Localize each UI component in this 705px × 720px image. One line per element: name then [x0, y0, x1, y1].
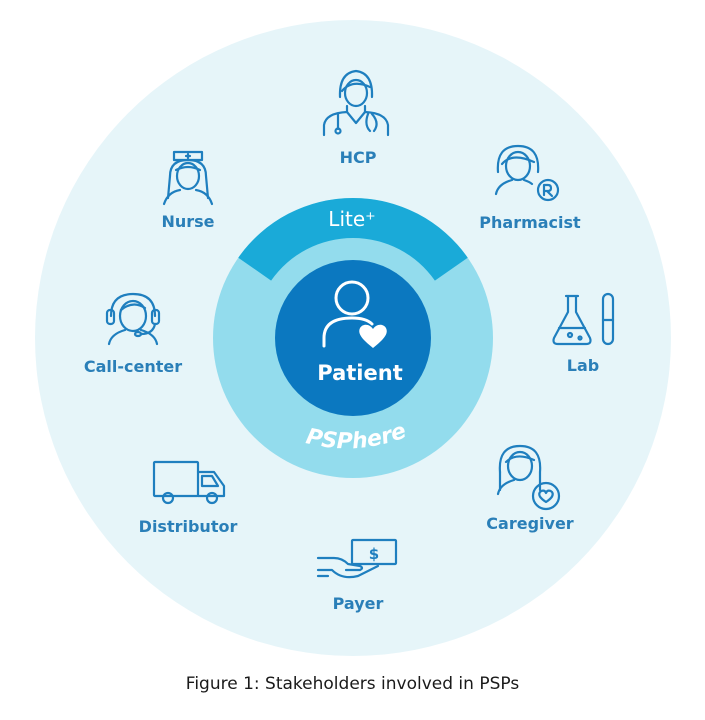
patient-heart-icon: [322, 280, 387, 348]
stakeholder-label-caregiver: Caregiver: [486, 514, 574, 533]
stakeholder-label-pharmacist: Pharmacist: [479, 213, 581, 232]
stakeholder-label-hcp: HCP: [340, 148, 377, 167]
doctor-icon: [322, 69, 390, 137]
stakeholder-label-call-center: Call-center: [84, 357, 182, 376]
lite-plus-label: Lite⁺: [328, 207, 375, 231]
nurse-icon: [162, 150, 214, 206]
figure-caption: Figure 1: Stakeholders involved in PSPs: [185, 674, 520, 694]
stakeholder-label-lab: Lab: [567, 356, 599, 375]
caregiver-icon: [496, 444, 561, 511]
patient-label: Patient: [317, 361, 402, 385]
patient-circle: [275, 260, 431, 416]
payer-hand-money-icon: $: [316, 538, 398, 579]
headset-agent-icon: [105, 292, 161, 346]
stakeholder-label-distributor: Distributor: [139, 517, 238, 536]
pharmacist-icon: [494, 144, 560, 202]
svg-text:$: $: [369, 545, 379, 563]
stakeholder-label-nurse: Nurse: [161, 212, 214, 231]
stakeholder-diagram: Patient Lite⁺ PSPhere HCP Pharmacist Lab: [35, 20, 671, 656]
lab-flask-icon: [552, 292, 615, 346]
lite-band: [238, 197, 468, 281]
stakeholder-label-payer: Payer: [333, 594, 384, 613]
delivery-truck-icon: [152, 460, 226, 505]
